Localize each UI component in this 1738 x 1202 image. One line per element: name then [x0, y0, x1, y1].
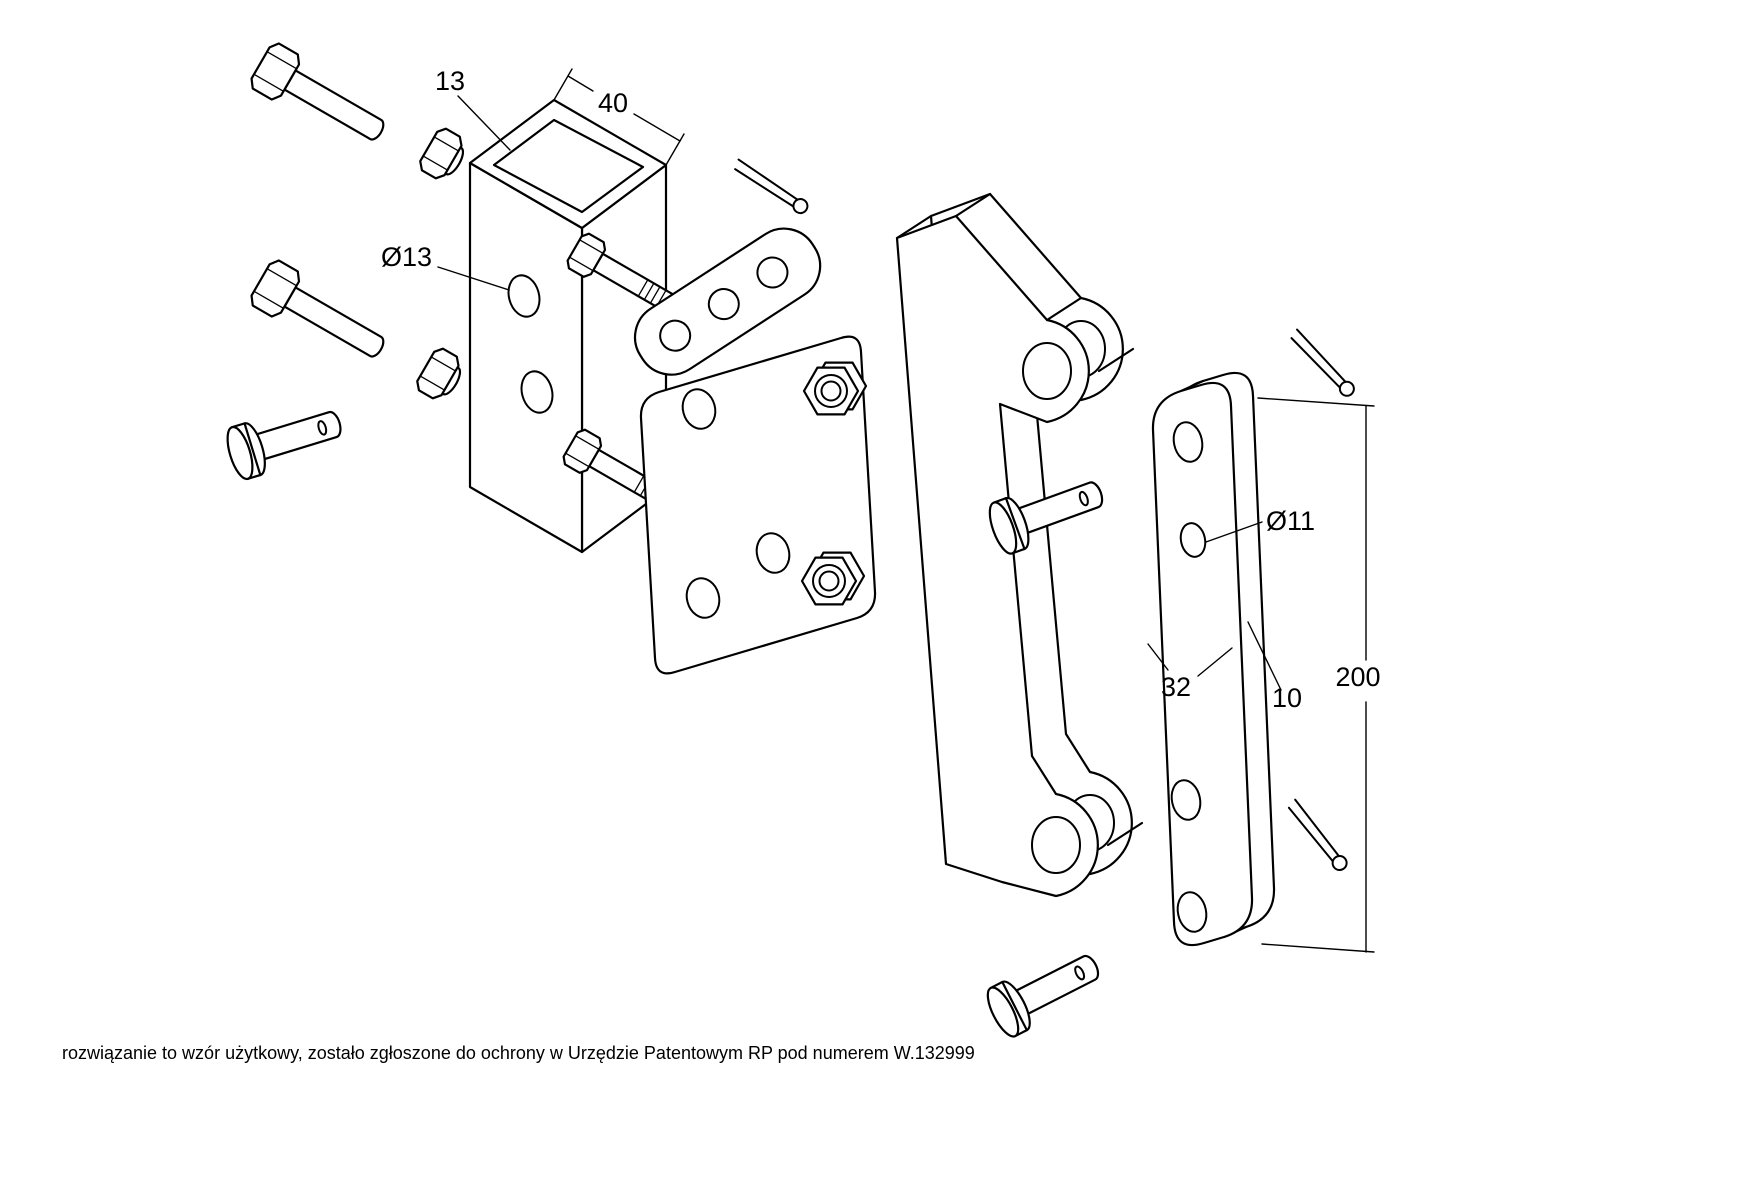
label-10: 10: [1272, 683, 1302, 713]
cotter-pin-top: [729, 158, 812, 217]
hinge-flange: [633, 227, 822, 376]
lock-nut-top: [415, 124, 473, 186]
lock-nut-middle: [412, 344, 470, 406]
clevis-pin-left: [221, 395, 349, 483]
hex-bolt-top: [246, 39, 396, 157]
label-200: 200: [1335, 662, 1380, 692]
label-dia13: Ø13: [381, 242, 432, 272]
cotter-pin-right-lower: [1282, 798, 1352, 874]
hex-bolt-middle: [246, 256, 396, 374]
backing-plate: [1151, 371, 1276, 947]
label-13: 13: [435, 66, 465, 96]
lock-nut-plate-lower: [800, 551, 866, 606]
label-40: 40: [598, 88, 628, 118]
dimension-lines: [437, 68, 1375, 953]
clevis-pin-bottom: [980, 939, 1110, 1042]
support-bracket: [895, 192, 1144, 898]
label-32: 32: [1161, 672, 1191, 702]
footer-note: rozwiązanie to wzór użytkowy, zostało zg…: [62, 1043, 975, 1063]
label-dia11: Ø11: [1266, 506, 1315, 536]
lock-nut-plate-upper: [802, 361, 868, 416]
cotter-pin-right-upper: [1285, 328, 1359, 400]
